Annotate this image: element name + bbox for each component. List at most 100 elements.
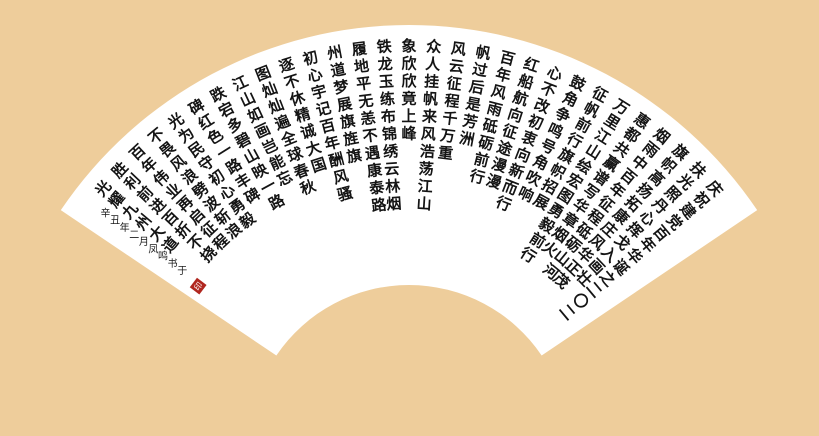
signature-text: 辛丑年二月凤鸣书于 <box>101 206 188 277</box>
poem-character: 精 <box>293 104 313 126</box>
poem-character: 百 <box>498 48 517 69</box>
poem-character: 荡 <box>418 160 434 179</box>
poem-character: 鸣 <box>545 120 566 143</box>
poem-character: 心 <box>544 62 565 84</box>
poem-character: 众 <box>426 37 442 56</box>
poem-character: 大 <box>304 138 324 160</box>
poem-character: 展 <box>336 94 354 114</box>
poem-character: 不 <box>362 126 379 146</box>
poem-character: 船 <box>516 71 536 93</box>
poem-character: 年 <box>494 65 513 86</box>
fan-shape <box>60 25 758 356</box>
poem-character: 遍 <box>271 111 293 134</box>
poem-character: 能 <box>267 151 288 174</box>
poem-character: 铁 <box>376 37 392 56</box>
poem-character: 来 <box>420 107 438 126</box>
poem-character: 砥 <box>481 116 500 137</box>
poem-character: 泰 <box>367 178 386 198</box>
poem-character: 年 <box>323 133 342 154</box>
poem-character: 云 <box>448 57 465 77</box>
poem-character: 布 <box>380 107 396 126</box>
poem-character: 争 <box>552 104 573 127</box>
poem-character: 龙 <box>376 55 393 74</box>
signature-block: 辛丑年二月凤鸣书于 <box>101 206 188 277</box>
poem-character: 挂 <box>424 72 440 91</box>
poem-character: 记 <box>314 99 333 120</box>
poem-character: 忘 <box>274 167 295 190</box>
poem-character: 号 <box>537 135 558 158</box>
poem-character: 岂 <box>259 135 280 158</box>
poem-character: 芳 <box>461 111 479 131</box>
poem-character: 道 <box>329 60 347 80</box>
poem-character: 风 <box>420 125 436 144</box>
poem-character: 灿 <box>259 79 280 101</box>
poem-character: 象 <box>401 37 416 55</box>
poem-character: 春 <box>291 160 312 182</box>
poem-character: 酬 <box>327 150 346 171</box>
poem-character: 重 <box>437 143 454 163</box>
poem-character: 漫 <box>489 154 510 176</box>
poem-character: 浩 <box>419 142 435 161</box>
poem-character: 欣 <box>401 55 417 73</box>
poem-character: 锦 <box>382 125 398 144</box>
poem-character: 州 <box>325 43 344 64</box>
poem-character: 如 <box>245 104 266 127</box>
poem-character: 旌 <box>342 129 360 149</box>
poem-character: 宇 <box>310 82 329 103</box>
poem-character: 不 <box>538 79 559 101</box>
poem-character: 绣 <box>382 142 400 161</box>
poem-character: 旗 <box>345 146 363 166</box>
poem-character: 竟 <box>401 90 416 108</box>
poem-character: 向 <box>513 144 534 166</box>
seal-text: 印 <box>193 281 205 293</box>
poem-character: 雨 <box>485 99 504 120</box>
poem-character: 风 <box>331 166 350 187</box>
poem-character: 上 <box>401 107 416 125</box>
poem-character: 骚 <box>336 183 356 204</box>
poem-character: 衷 <box>519 128 540 150</box>
poem-character: 逐 <box>277 54 297 76</box>
poem-character: 不 <box>282 71 302 93</box>
poem-character: 征 <box>500 121 520 143</box>
poem-character: 恙 <box>360 109 377 129</box>
poem-character: 梦 <box>332 77 351 98</box>
poem-character: 向 <box>505 104 525 126</box>
poem-character: 角 <box>530 151 551 174</box>
poem-character: 国 <box>309 154 329 176</box>
poem-character: 百 <box>318 116 337 137</box>
poem-character: 新 <box>506 160 527 182</box>
poem-character: 平 <box>355 74 372 94</box>
poem-character: 征 <box>446 74 463 94</box>
poem-character: 过 <box>471 60 489 80</box>
poem-character: 响 <box>515 183 536 206</box>
poem-character: 漫 <box>484 171 505 193</box>
poem-character: 江 <box>230 72 251 95</box>
poem-character: 前 <box>472 150 491 171</box>
poem-character: 地 <box>353 57 370 77</box>
poem-character: 烟 <box>386 195 402 214</box>
poem-character: 航 <box>511 88 531 110</box>
poem-character: 练 <box>379 90 395 109</box>
poem-character: 是 <box>463 94 483 115</box>
poem-character: 后 <box>468 77 486 97</box>
poem-character: 旗 <box>339 111 357 131</box>
poem-character: 灿 <box>266 95 287 117</box>
poem-character: 云 <box>384 160 400 179</box>
poem-character: 康 <box>366 161 384 181</box>
poem-character: 初 <box>525 111 546 133</box>
poem-character: 路 <box>370 195 388 215</box>
poem-character: 万 <box>438 126 456 146</box>
poem-character: 人 <box>425 55 442 74</box>
poem-character: 砺 <box>476 133 495 154</box>
